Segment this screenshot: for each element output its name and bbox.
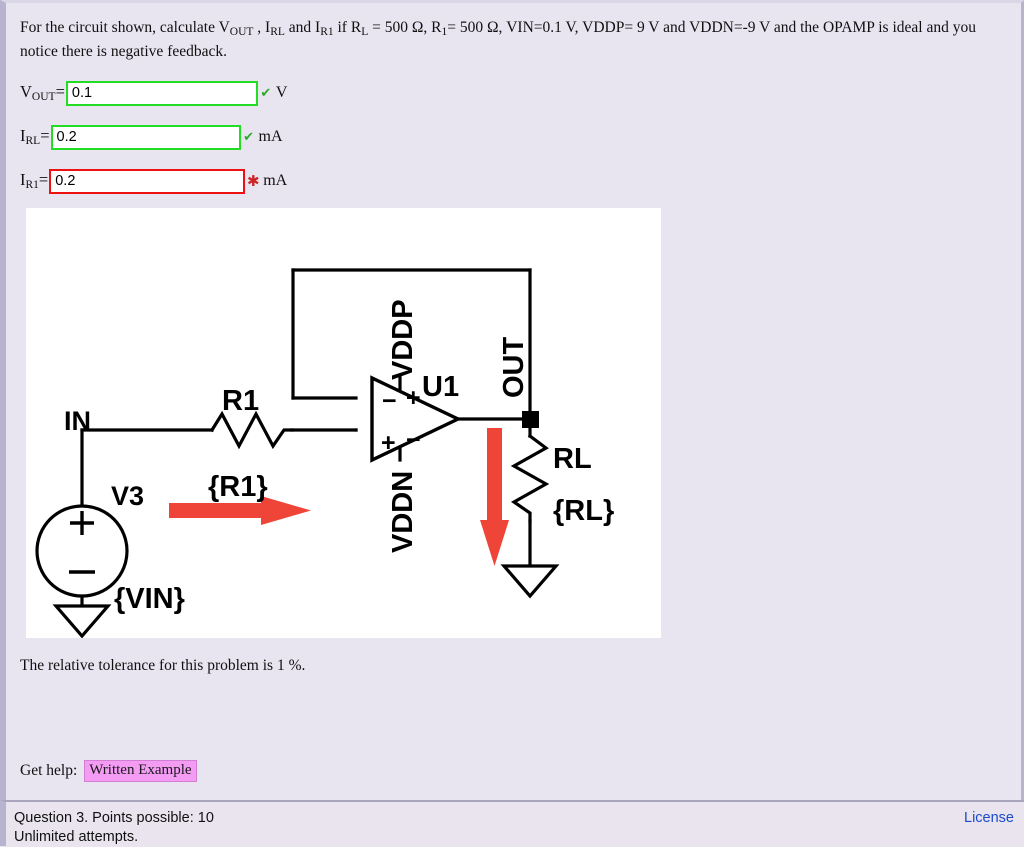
question-prompt: For the circuit shown, calculate VOUT , …	[20, 17, 1002, 63]
answer-label-vout: VOUT=	[20, 82, 65, 104]
opamp-noninverting-input-sign: +	[381, 429, 396, 457]
circuit-schematic: − + + − IN V3 {VIN} R1 {R1} U1 VDDP VDDN…	[35, 268, 614, 638]
answer-label-irl: IRL=	[20, 126, 50, 148]
get-help-label: Get help:	[20, 762, 78, 779]
answer-row-vout: VOUT= ✔ V	[20, 79, 287, 107]
prompt-sub-vout: OUT	[229, 26, 254, 39]
label-r1-value: {R1}	[208, 471, 268, 503]
prompt-sub-r1: 1	[441, 26, 448, 39]
tolerance-note: The relative tolerance for this problem …	[20, 657, 306, 674]
prompt-segment-2: , I	[253, 19, 271, 36]
opamp-inverting-input-sign: −	[382, 387, 397, 415]
current-arrow-rl	[480, 428, 509, 566]
irl-check-icon: ✔	[243, 129, 254, 145]
question-panel: For the circuit shown, calculate VOUT , …	[0, 0, 1024, 800]
ground-symbol-rl	[500, 564, 560, 599]
prompt-sub-irl: RL	[270, 26, 285, 39]
written-example-link[interactable]: Written Example	[84, 760, 197, 782]
irl-input[interactable]	[50, 124, 241, 150]
label-out: OUT	[498, 337, 530, 399]
label-rl-ref: RL	[553, 443, 592, 475]
resistor-rl-symbol	[510, 433, 550, 523]
opamp-triangle-symbol	[370, 375, 462, 463]
label-r1-ref: R1	[222, 385, 259, 417]
answer-row-irl: IRL= ✔ mA	[20, 123, 283, 151]
prompt-segment-5: = 500 Ω, R	[368, 19, 442, 36]
prompt-segment-3: and I	[284, 19, 321, 36]
prompt-segment-6: = 500 Ω, VIN=0.1 V, VDDP= 9 V and VDDN=-…	[20, 19, 976, 60]
footer-question-info: Question 3. Points possible: 10 Unlimite…	[14, 810, 214, 846]
label-u1: U1	[422, 371, 459, 403]
source-plus-sign	[70, 511, 94, 535]
label-in: IN	[64, 406, 91, 436]
opamp-vddp-sign: +	[406, 384, 421, 412]
label-vddp: VDDP	[387, 299, 419, 380]
irl-unit-label: mA	[258, 128, 283, 145]
answer-label-ir1: IR1=	[20, 170, 49, 192]
label-vddn: VDDN	[387, 471, 419, 553]
ground-symbol-source	[52, 596, 112, 638]
ir1-unit-label: mA	[263, 172, 288, 189]
current-arrow-r1	[169, 496, 311, 525]
circuit-wires	[80, 268, 532, 568]
opamp-vddn-sign: −	[406, 426, 421, 454]
ir1-error-asterisk-icon: ✱	[246, 171, 260, 190]
answer-row-ir1: IR1= ✱ mA	[20, 167, 287, 195]
vout-input[interactable]	[65, 80, 258, 106]
vout-unit-label: V	[275, 84, 288, 101]
prompt-sub-rl: L	[361, 26, 369, 39]
get-help-row: Get help: Written Example	[20, 760, 197, 782]
vout-check-icon: ✔	[260, 85, 272, 101]
license-link[interactable]: License	[964, 810, 1014, 826]
out-node-junction	[522, 411, 539, 428]
prompt-sub-ir1: R1	[320, 26, 334, 39]
question-footer: Question 3. Points possible: 10 Unlimite…	[0, 800, 1024, 846]
resistor-r1-symbol	[209, 410, 294, 450]
label-v3: V3	[111, 481, 144, 511]
prompt-segment-1: For the circuit shown, calculate V	[20, 19, 230, 36]
label-vin: {VIN}	[114, 583, 185, 615]
circuit-diagram-panel: − + + − IN V3 {VIN} R1 {R1} U1 VDDP VDDN…	[26, 208, 661, 638]
label-rl-value: {RL}	[553, 495, 614, 527]
ir1-input[interactable]	[49, 168, 246, 194]
prompt-segment-4: if R	[333, 19, 362, 36]
